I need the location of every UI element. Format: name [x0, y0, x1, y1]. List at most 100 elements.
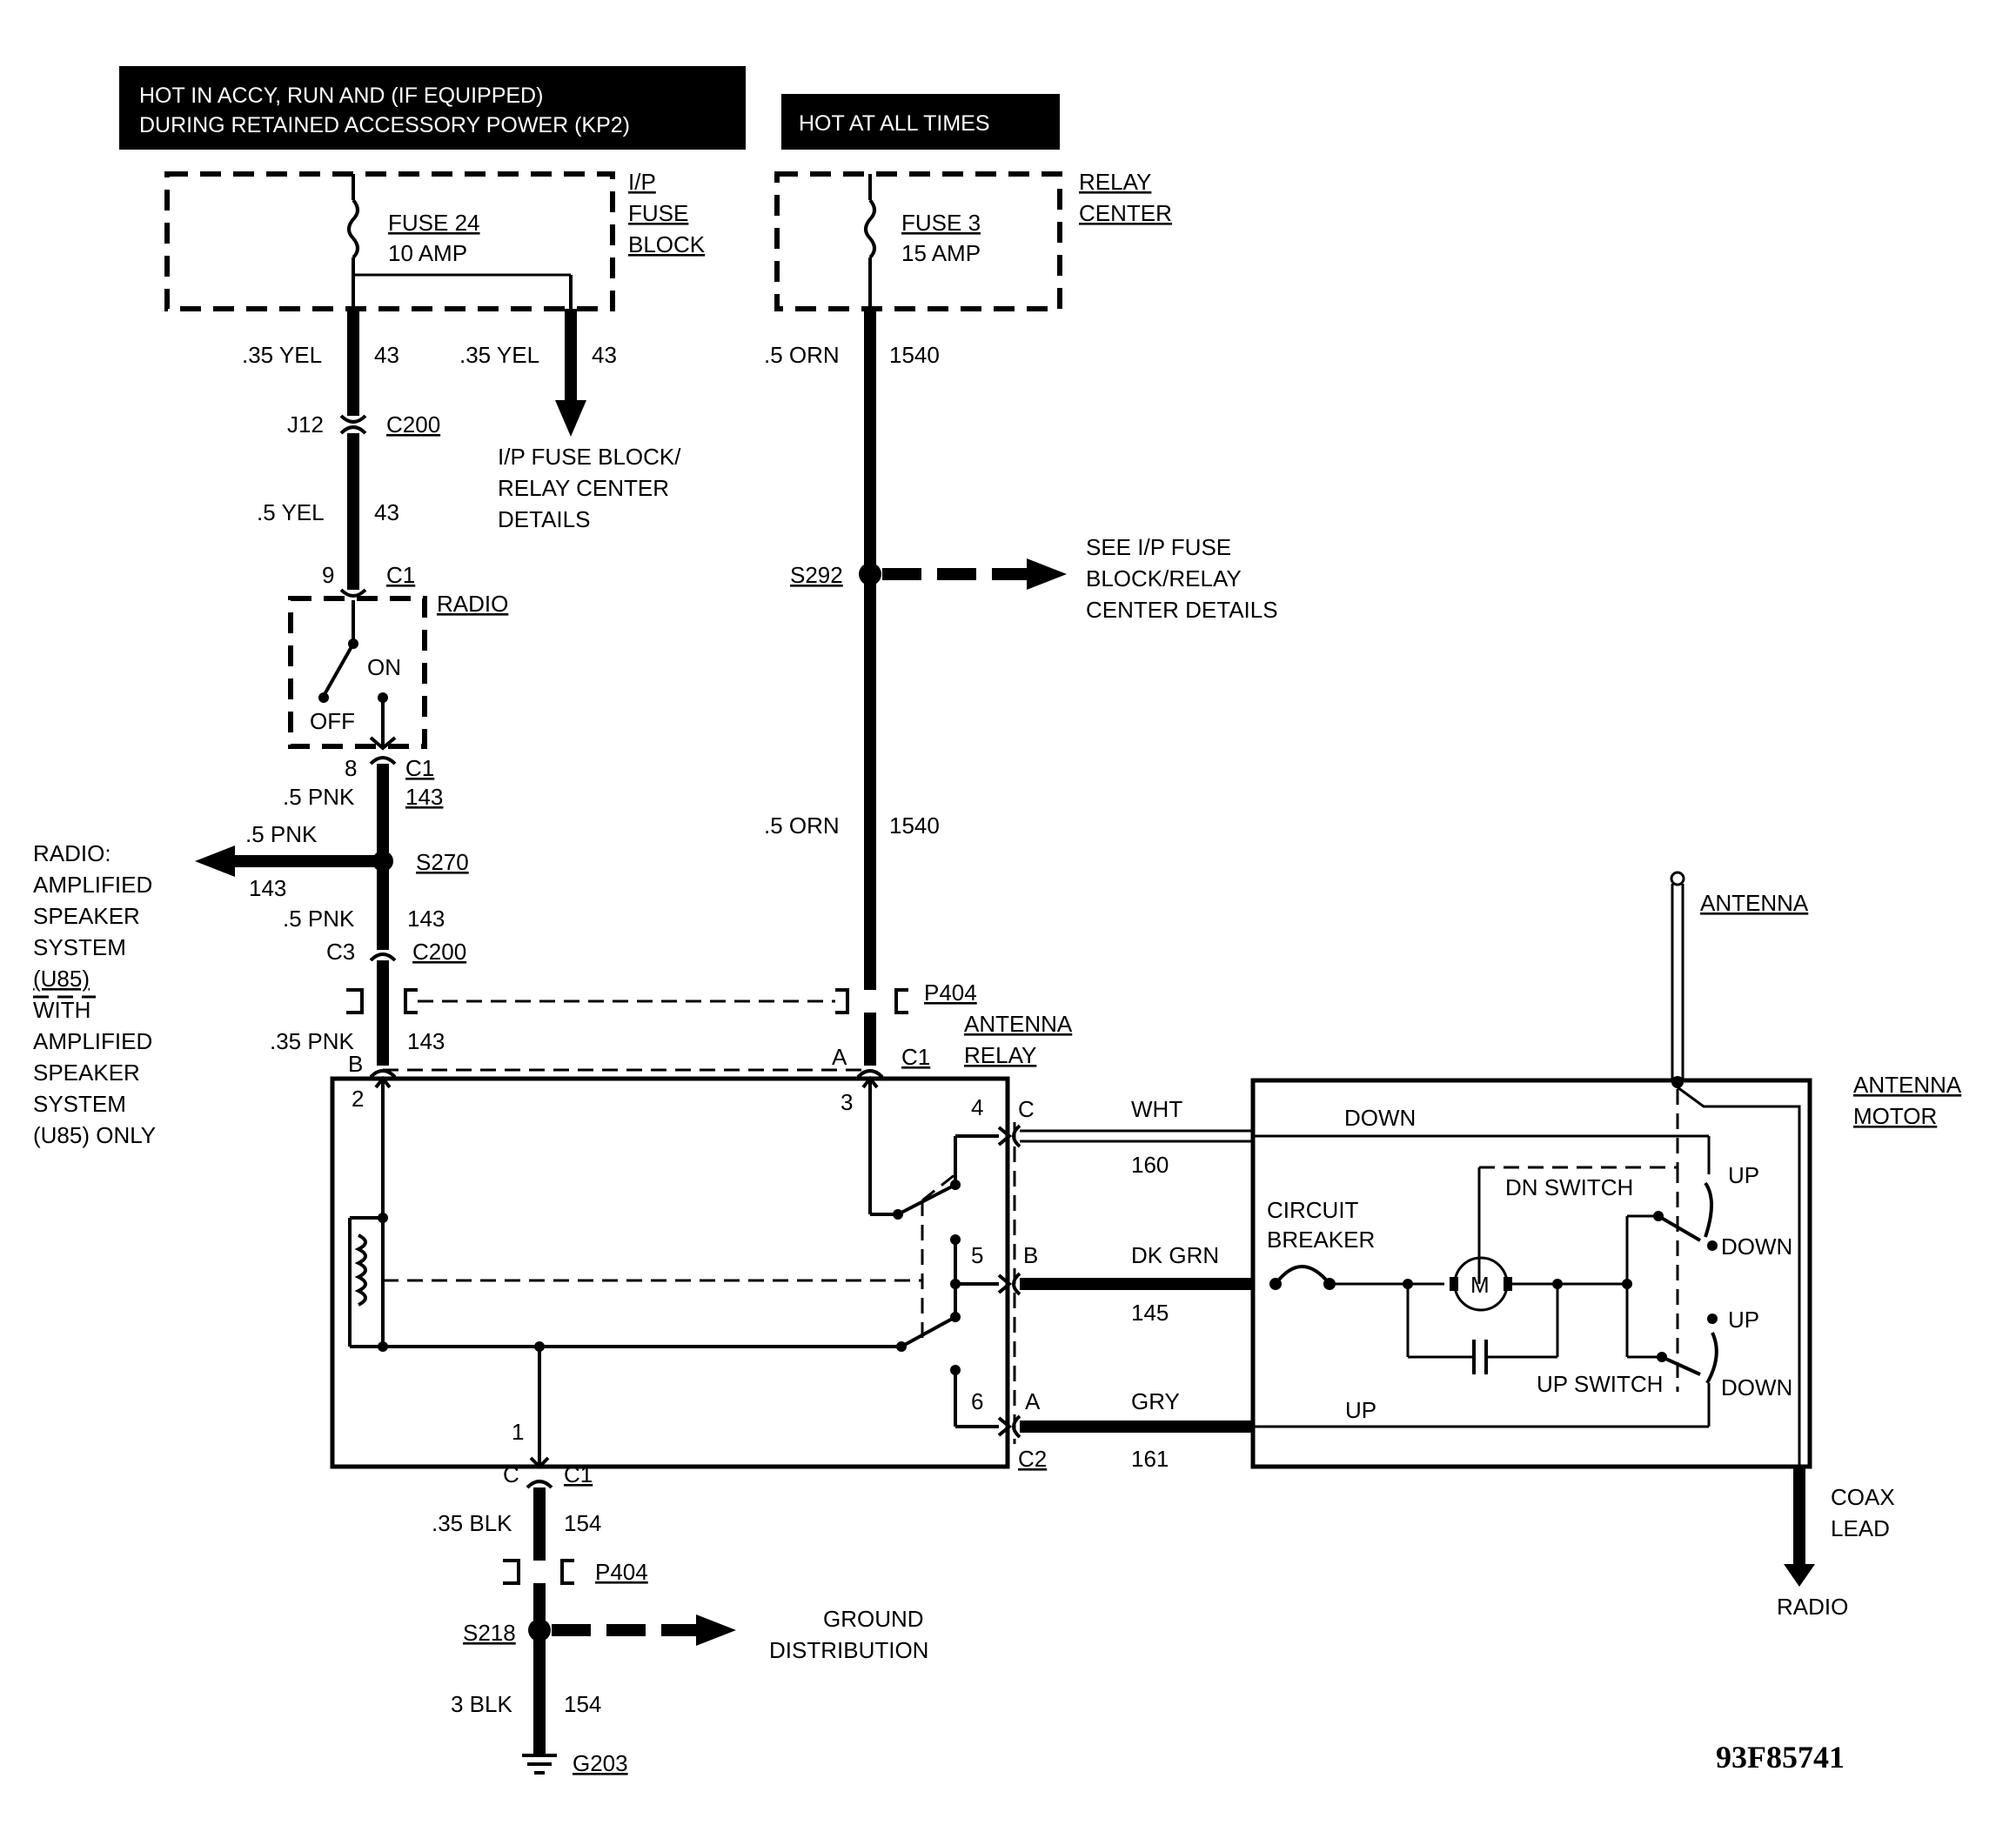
coax-radio-label: RADIO	[1777, 1594, 1848, 1620]
see-details-2: BLOCK/RELAY	[1086, 565, 1242, 592]
connector-p404-bottom: P404	[595, 1559, 648, 1585]
switch-off-label: OFF	[310, 708, 355, 734]
wire-wht-circuit: 160	[1131, 1152, 1169, 1178]
amp-note-1: RADIO:	[33, 840, 111, 866]
hot-at-all-times-label: HOT AT ALL TIMES	[799, 111, 990, 136]
wire-pnk-2-circuit: 143	[407, 906, 445, 932]
up-bottom-label: UP	[1728, 1307, 1759, 1333]
accessory-power-header: HOT IN ACCY, RUN AND (IF EQUIPPED) DURIN…	[119, 66, 746, 150]
fuse-details-note-3: DETAILS	[498, 506, 590, 532]
amp-note-10: (U85) ONLY	[33, 1122, 156, 1148]
wire-blk-3: 3 BLK	[451, 1691, 512, 1717]
wire-pnk-2: .5 PNK	[283, 906, 355, 932]
pin-a: A	[832, 1044, 847, 1070]
wire-orn-mid: .5 ORN	[764, 812, 840, 839]
see-details-1: SEE I/P FUSE	[1086, 534, 1231, 560]
amp-note-8: SPEAKER	[33, 1060, 140, 1086]
wire-dkgrn-circuit: 145	[1131, 1300, 1169, 1326]
wire-gry-circuit: 161	[1131, 1446, 1169, 1472]
ground-note-1: GROUND	[823, 1606, 924, 1632]
amp-note-9: SYSTEM	[33, 1091, 126, 1117]
wire-yel-right-circuit: 43	[592, 342, 617, 368]
down-top-label: DOWN	[1721, 1233, 1792, 1260]
wire-yel-5: .5 YEL	[257, 499, 325, 525]
wire-yel-left: .35 YEL	[242, 342, 322, 368]
wire-pnk-35-circuit: 143	[407, 1028, 445, 1054]
wire-orn-top-circuit: 1540	[889, 342, 940, 368]
wire-blk-35-circuit: 154	[564, 1510, 601, 1536]
up-switch-label: UP SWITCH	[1537, 1371, 1663, 1397]
pin-3: 3	[841, 1089, 853, 1115]
connector-j12: J12	[287, 411, 324, 438]
splice-s270-label: S270	[416, 849, 469, 875]
wire-orn-top: .5 ORN	[764, 342, 840, 368]
ip-fuse-block-label-2: FUSE	[628, 200, 688, 226]
connector-c1-relay: C1	[901, 1044, 930, 1070]
wire-orn-mid-circuit: 1540	[889, 812, 940, 839]
connector-p404-top: P404	[924, 979, 977, 1006]
wire-yel-left-circuit: 43	[374, 342, 399, 368]
splice-s270	[195, 835, 393, 950]
wire-pnk-35: .35 PNK	[270, 1028, 354, 1054]
hot-at-all-times-header: HOT AT ALL TIMES	[781, 94, 1060, 150]
pin-6: 6	[971, 1388, 983, 1414]
up-wire-label: UP	[1345, 1397, 1376, 1423]
circuit-breaker-label-1: CIRCUIT	[1267, 1197, 1359, 1223]
fuse-details-arrow	[555, 400, 586, 437]
ground-note-2: DISTRIBUTION	[769, 1637, 928, 1663]
accessory-power-line-1: HOT IN ACCY, RUN AND (IF EQUIPPED)	[139, 84, 543, 108]
antenna-relay-label-1: ANTENNA	[964, 1011, 1073, 1037]
connector-c2: C2	[1018, 1446, 1047, 1472]
relay-center: FUSE 3 15 AMP RELAY CENTER	[774, 169, 1172, 311]
pin-b: B	[348, 1051, 363, 1077]
wire-blk-3-circuit: 154	[564, 1691, 601, 1717]
wire-pnk-branch-circuit: 143	[249, 875, 286, 901]
connector-c1-radio-top: C1	[386, 562, 415, 588]
connector-c200-bottom: C200	[412, 939, 466, 965]
circuit-43-wire	[339, 309, 586, 590]
accessory-power-line-2: DURING RETAINED ACCESSORY POWER (KP2)	[139, 113, 630, 137]
wire-wht: WHT	[1131, 1096, 1182, 1122]
coax-label-1: COAX	[1831, 1484, 1895, 1510]
amp-note-7: AMPLIFIED	[33, 1028, 152, 1054]
wire-pnk-1-circuit: 143	[405, 784, 443, 810]
connector-c200-top: C200	[386, 411, 440, 438]
splice-s218-label: S218	[463, 1620, 516, 1646]
wire-gry: GRY	[1131, 1388, 1180, 1414]
pin-4: 4	[971, 1094, 983, 1120]
wire-pnk-1: .5 PNK	[283, 784, 355, 810]
coax-label-2: LEAD	[1831, 1515, 1890, 1541]
amp-note-2: AMPLIFIED	[33, 872, 152, 898]
circuit-breaker-label-2: BREAKER	[1267, 1227, 1375, 1253]
pin-9: 9	[322, 562, 334, 588]
fuse-3-label: FUSE 3	[901, 210, 981, 236]
amp-note-4: SYSTEM	[33, 934, 126, 960]
antenna-label: ANTENNA	[1700, 890, 1809, 916]
fuse-24-label: FUSE 24	[388, 210, 480, 236]
relay-center-label-1: RELAY	[1079, 169, 1151, 195]
antenna-relay-label-2: RELAY	[964, 1042, 1036, 1068]
circuit-154-ground	[503, 1480, 736, 1775]
ip-fuse-block-label-1: I/P	[628, 169, 656, 195]
connector-a-letter: A	[1025, 1388, 1041, 1414]
ip-fuse-block-label-3: BLOCK	[628, 231, 706, 257]
relay-center-label-2: CENTER	[1079, 200, 1172, 226]
wire-yel-right: .35 YEL	[459, 342, 539, 368]
antenna-motor-label-2: MOTOR	[1853, 1103, 1937, 1129]
wire-pnk-branch: .5 PNK	[245, 821, 318, 847]
down-wire-label: DOWN	[1344, 1105, 1416, 1131]
circuit-1540-wire	[859, 309, 1067, 1066]
ip-fuse-block: FUSE 24 10 AMP I/P FUSE BLOCK	[164, 169, 706, 311]
connector-c3: C3	[326, 939, 355, 965]
amp-note-3: SPEAKER	[33, 903, 140, 929]
ground-g203-label: G203	[573, 1750, 628, 1776]
see-details-3: CENTER DETAILS	[1086, 597, 1278, 623]
fuse-details-note-2: RELAY CENTER	[498, 475, 669, 501]
pin-5: 5	[971, 1242, 983, 1268]
switch-on-label: ON	[367, 654, 401, 680]
wire-yel-5-circuit: 43	[374, 499, 399, 525]
splice-s292-label: S292	[790, 562, 843, 588]
fuse-3-rating: 15 AMP	[901, 240, 981, 266]
wire-blk-35: .35 BLK	[432, 1510, 512, 1536]
connector-c200-bottom-body	[346, 953, 908, 1066]
